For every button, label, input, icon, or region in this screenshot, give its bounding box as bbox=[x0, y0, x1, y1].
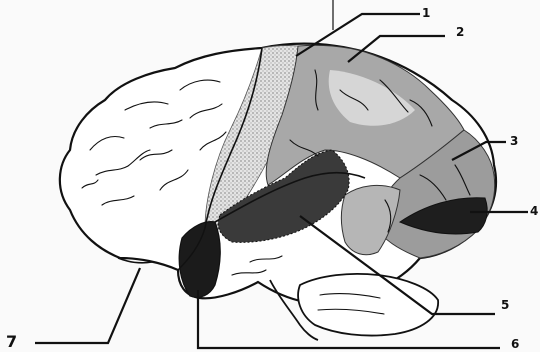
label-3: 3 bbox=[510, 135, 518, 147]
label-5: 5 bbox=[501, 299, 509, 311]
leader-line-7 bbox=[35, 268, 140, 343]
label-1: 1 bbox=[422, 7, 430, 19]
label-4: 4 bbox=[530, 205, 538, 217]
cerebellum-outline bbox=[298, 274, 438, 336]
label-7: 7 bbox=[6, 334, 17, 350]
label-2: 2 bbox=[456, 26, 464, 38]
label-6: 6 bbox=[511, 338, 519, 350]
